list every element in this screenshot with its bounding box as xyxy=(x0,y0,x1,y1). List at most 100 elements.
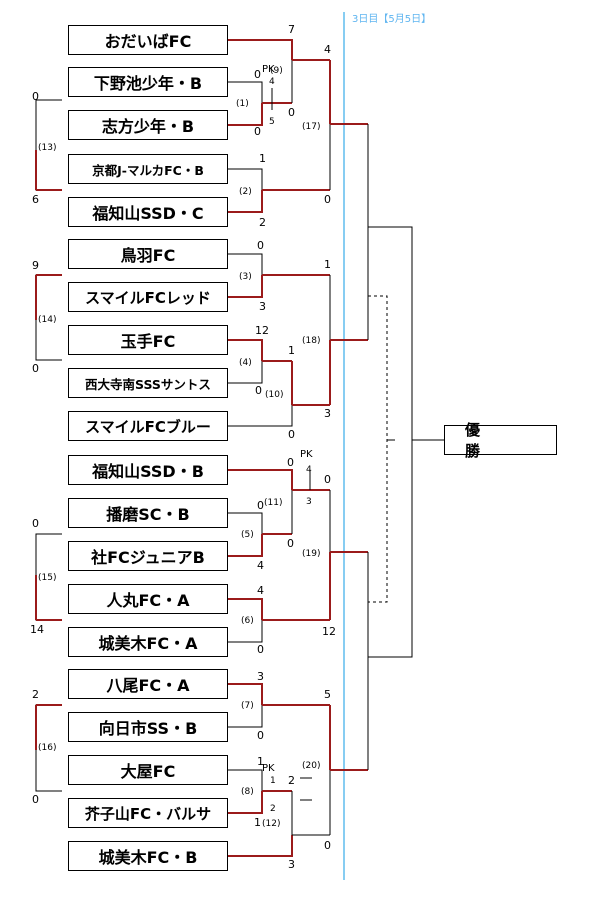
score-label: 0 xyxy=(255,384,262,397)
score-label: 12 xyxy=(255,324,269,337)
match-number: (6) xyxy=(241,616,254,626)
score-label: 4 xyxy=(269,77,275,87)
bracket-line xyxy=(228,339,263,361)
score-label: 0 xyxy=(288,428,295,441)
team-box: 西大寺南SSSサントス xyxy=(68,368,228,398)
score-label: 1 xyxy=(254,816,261,829)
score-label: 0 xyxy=(257,239,264,252)
score-label: 3 xyxy=(257,670,264,683)
team-box: 人丸FC・A xyxy=(68,584,228,614)
bracket-line xyxy=(228,275,263,298)
match-number: (7) xyxy=(241,701,254,711)
match-number: (18) xyxy=(302,336,320,346)
team-box: 向日市SS・B xyxy=(68,712,228,742)
match-number: (12) xyxy=(262,819,280,829)
match-number: (11) xyxy=(264,498,282,508)
team-box: スマイルFCブルー xyxy=(68,411,228,441)
score-label: 1 xyxy=(259,152,266,165)
team-box: 八尾FC・A xyxy=(68,669,228,699)
score-label: 0 xyxy=(257,729,264,742)
bracket-line xyxy=(228,361,263,384)
score-label: 0 xyxy=(32,90,39,103)
score-label: 2 xyxy=(288,774,295,787)
bracket-line xyxy=(228,405,293,427)
team-box: 芥子山FC・バルサ xyxy=(68,798,228,828)
team-box: 下野池少年・B xyxy=(68,67,228,97)
score-label: 3 xyxy=(324,407,331,420)
score-label: 3 xyxy=(288,858,295,871)
score-label: PK xyxy=(262,64,275,75)
score-label: 0 xyxy=(254,125,261,138)
score-label: 4 xyxy=(306,465,312,475)
bracket-line xyxy=(228,39,293,60)
score-label: 1 xyxy=(288,344,295,357)
team-box: 城美木FC・B xyxy=(68,841,228,871)
score-label: 4 xyxy=(257,584,264,597)
score-label: PK xyxy=(300,449,313,460)
bracket-line xyxy=(228,253,263,275)
bracket-line xyxy=(228,791,263,814)
score-label: 1 xyxy=(324,258,331,271)
score-label: 0 xyxy=(32,517,39,530)
bracket-line xyxy=(228,705,263,728)
bracket-line xyxy=(228,103,263,126)
score-label: 12 xyxy=(322,625,336,638)
score-label: 7 xyxy=(288,23,295,36)
score-label: 2 xyxy=(259,216,266,229)
score-label: 4 xyxy=(257,559,264,572)
bracket-line xyxy=(228,598,263,620)
score-label: PK xyxy=(262,763,275,774)
match-number: (4) xyxy=(239,358,252,368)
score-label: 1 xyxy=(270,776,276,786)
match-number: (17) xyxy=(302,122,320,132)
bracket-line xyxy=(228,683,263,705)
bracket-line xyxy=(368,440,413,658)
bracket-line xyxy=(228,81,263,103)
team-box: 大屋FC xyxy=(68,755,228,785)
match-number: (20) xyxy=(302,761,320,771)
day-divider-line xyxy=(343,12,345,880)
match-number: (14) xyxy=(38,315,56,325)
score-label: 4 xyxy=(324,43,331,56)
score-label: 0 xyxy=(324,193,331,206)
score-label: 2 xyxy=(270,804,276,814)
score-label: 5 xyxy=(269,117,275,127)
team-box: 玉手FC xyxy=(68,325,228,355)
score-label: 3 xyxy=(259,300,266,313)
score-label: 0 xyxy=(324,473,331,486)
team-box: 鳥羽FC xyxy=(68,239,228,269)
score-label: 5 xyxy=(324,688,331,701)
score-label: 6 xyxy=(32,193,39,206)
bracket-line xyxy=(228,168,263,190)
score-label: 3 xyxy=(306,497,312,507)
team-box: 京都J-マルカFC・B xyxy=(68,154,228,184)
score-label: 0 xyxy=(32,793,39,806)
match-number: (19) xyxy=(302,549,320,559)
match-number: (8) xyxy=(241,787,254,797)
match-number: (3) xyxy=(239,272,252,282)
bracket-line xyxy=(228,769,263,791)
bracket-line xyxy=(228,835,293,857)
match-number: (10) xyxy=(265,390,283,400)
score-label: 0 xyxy=(288,106,295,119)
team-box: 城美木FC・A xyxy=(68,627,228,657)
score-label: 0 xyxy=(257,499,264,512)
score-label: 0 xyxy=(287,456,294,469)
score-label: 0 xyxy=(257,643,264,656)
team-box: おだいばFC xyxy=(68,25,228,55)
team-box: 福知山SSD・C xyxy=(68,197,228,227)
match-number: (13) xyxy=(38,143,56,153)
score-label: 2 xyxy=(32,688,39,701)
bracket-line xyxy=(228,512,263,534)
match-number: (5) xyxy=(241,530,254,540)
team-box: 播磨SC・B xyxy=(68,498,228,528)
champion-box: 優 勝 xyxy=(444,421,557,460)
score-label: 14 xyxy=(30,623,44,636)
match-number: (1) xyxy=(236,99,249,109)
day-label: 3日目【5月5日】 xyxy=(352,14,432,25)
bracket-line xyxy=(228,534,263,557)
score-label: 0 xyxy=(324,839,331,852)
match-number: (16) xyxy=(38,743,56,753)
